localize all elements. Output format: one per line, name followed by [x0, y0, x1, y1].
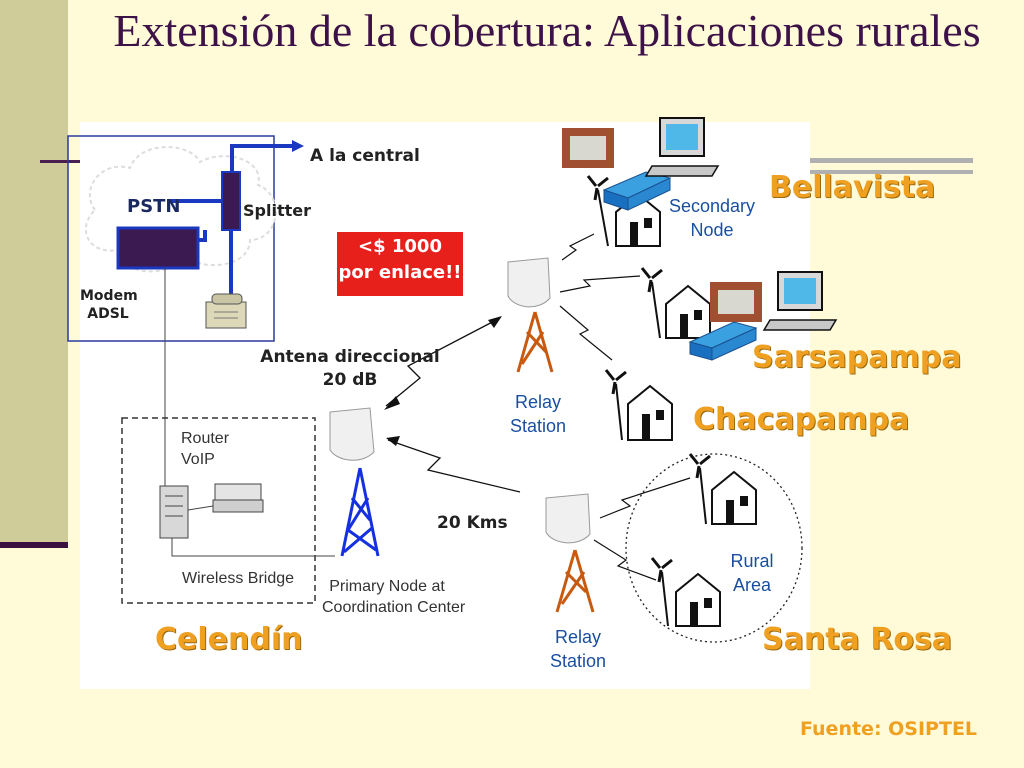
relay-station-1-line-b: Station [509, 416, 567, 436]
splitter-device [221, 171, 241, 231]
antena-line-1: Antena direccional [260, 347, 440, 367]
link-primary-relay1 [385, 317, 501, 407]
primary-node-line-1: Primary Node at [329, 578, 445, 595]
computer-icon-sarsapampa [762, 271, 838, 331]
deco-line-left [40, 160, 80, 163]
antena-line-2: 20 dB [322, 370, 378, 390]
splitter-label: Splitter [243, 201, 311, 220]
place-chacapampa: Chacapampa [693, 402, 910, 437]
distance-label: 20 Kms [437, 513, 508, 533]
central-office-frame [67, 135, 275, 342]
modem-adsl-device [116, 226, 200, 270]
place-bellavista: Bellavista [769, 170, 936, 205]
price-line-1: <$ 1000 [358, 236, 442, 257]
relay-station-2-line-a: Relay [554, 627, 602, 647]
primary-node-line-2: Coordination Center [322, 599, 466, 616]
link-relay2-rural2 [593, 539, 657, 581]
house-icon-rural-2 [650, 557, 721, 627]
antena-label: Antena direccional 20 dB [250, 346, 450, 392]
arrowhead-relay1-icon [488, 316, 502, 328]
router-gateway-link [187, 505, 214, 511]
link-relay2-rural1 [599, 477, 691, 519]
place-celendin: Celendín [155, 622, 303, 657]
house-icon-sarsapampa [640, 267, 711, 339]
voip-label: VoIP [181, 451, 215, 468]
left-decor-line [0, 542, 68, 548]
adsl-label: ADSL [87, 306, 129, 322]
relay-station-2-label: Relay Station [546, 625, 610, 673]
primary-tower [340, 467, 380, 557]
link-primary-relay2 [387, 439, 521, 493]
phone-photo-sarsapampa [710, 282, 762, 322]
primary-antenna-dish [329, 407, 375, 461]
relay-station-1-line-a: Relay [514, 392, 562, 412]
secondary-node-line-a: Secondary [668, 196, 756, 216]
central-phone-icon [205, 293, 247, 329]
relay-antenna-dish-1 [507, 257, 551, 308]
switch-icon-sarsapampa [688, 321, 758, 361]
router-voip-device [159, 485, 189, 539]
rural-area-circle [625, 453, 803, 643]
computer-icon-bellavista [644, 117, 720, 177]
modem-label: Modem [80, 288, 138, 304]
bridge-line [171, 538, 335, 557]
relay-station-2-line-b: Station [549, 651, 607, 671]
deco-grey-bar-1 [810, 158, 973, 163]
secondary-node-line-b: Node [690, 220, 734, 240]
deco-grey-bar-2 [810, 170, 973, 174]
rural-area-label: Rural Area [722, 549, 782, 597]
link-relay1-chacapampa [559, 305, 613, 361]
price-box: <$ 1000 por enlace!! [337, 232, 463, 296]
relay-tower-2 [555, 549, 595, 613]
relay-antenna-dish-2 [545, 493, 591, 544]
relay-tower-1 [516, 311, 554, 373]
central-arrow-icon [292, 140, 304, 152]
arrowhead-primary2-icon [386, 436, 400, 446]
modem-adsl-label: Modem ADSL [80, 287, 138, 323]
link-relay1-bellavista [561, 233, 595, 261]
central-uplink-wire [230, 144, 292, 172]
router-label: Router [181, 430, 230, 447]
rural-area-line-a: Rural [730, 551, 774, 571]
house-icon-chacapampa [604, 369, 673, 441]
router-voip-label: Router VoIP [181, 428, 229, 470]
voip-gateway-device [212, 483, 264, 513]
arrowhead-primary-icon [384, 396, 400, 410]
rural-area-line-b: Area [732, 575, 772, 595]
price-line-2: por enlace!! [338, 262, 462, 283]
a-la-central-label: A la central [310, 146, 420, 166]
switch-icon-bellavista [602, 171, 672, 211]
relay-station-1-label: Relay Station [506, 390, 570, 438]
link-relay1-sarsapampa [559, 275, 641, 293]
place-santa-rosa: Santa Rosa [762, 622, 953, 657]
pstn-label: PSTN [127, 196, 181, 217]
place-sarsapampa: Sarsapampa [752, 340, 962, 375]
house-icon-rural-1 [688, 453, 757, 525]
source-label: Fuente: OSIPTEL [800, 718, 978, 740]
wireless-bridge-label: Wireless Bridge [182, 570, 295, 587]
slide-title: Extensión de la cobertura: Aplicaciones … [113, 5, 981, 56]
left-decor-band [0, 0, 68, 548]
router-frame [121, 417, 316, 604]
primary-node-label: Primary Node at Coordination Center [322, 576, 466, 618]
phone-photo-bellavista [562, 128, 614, 168]
secondary-node-label: Secondary Node [666, 194, 758, 242]
